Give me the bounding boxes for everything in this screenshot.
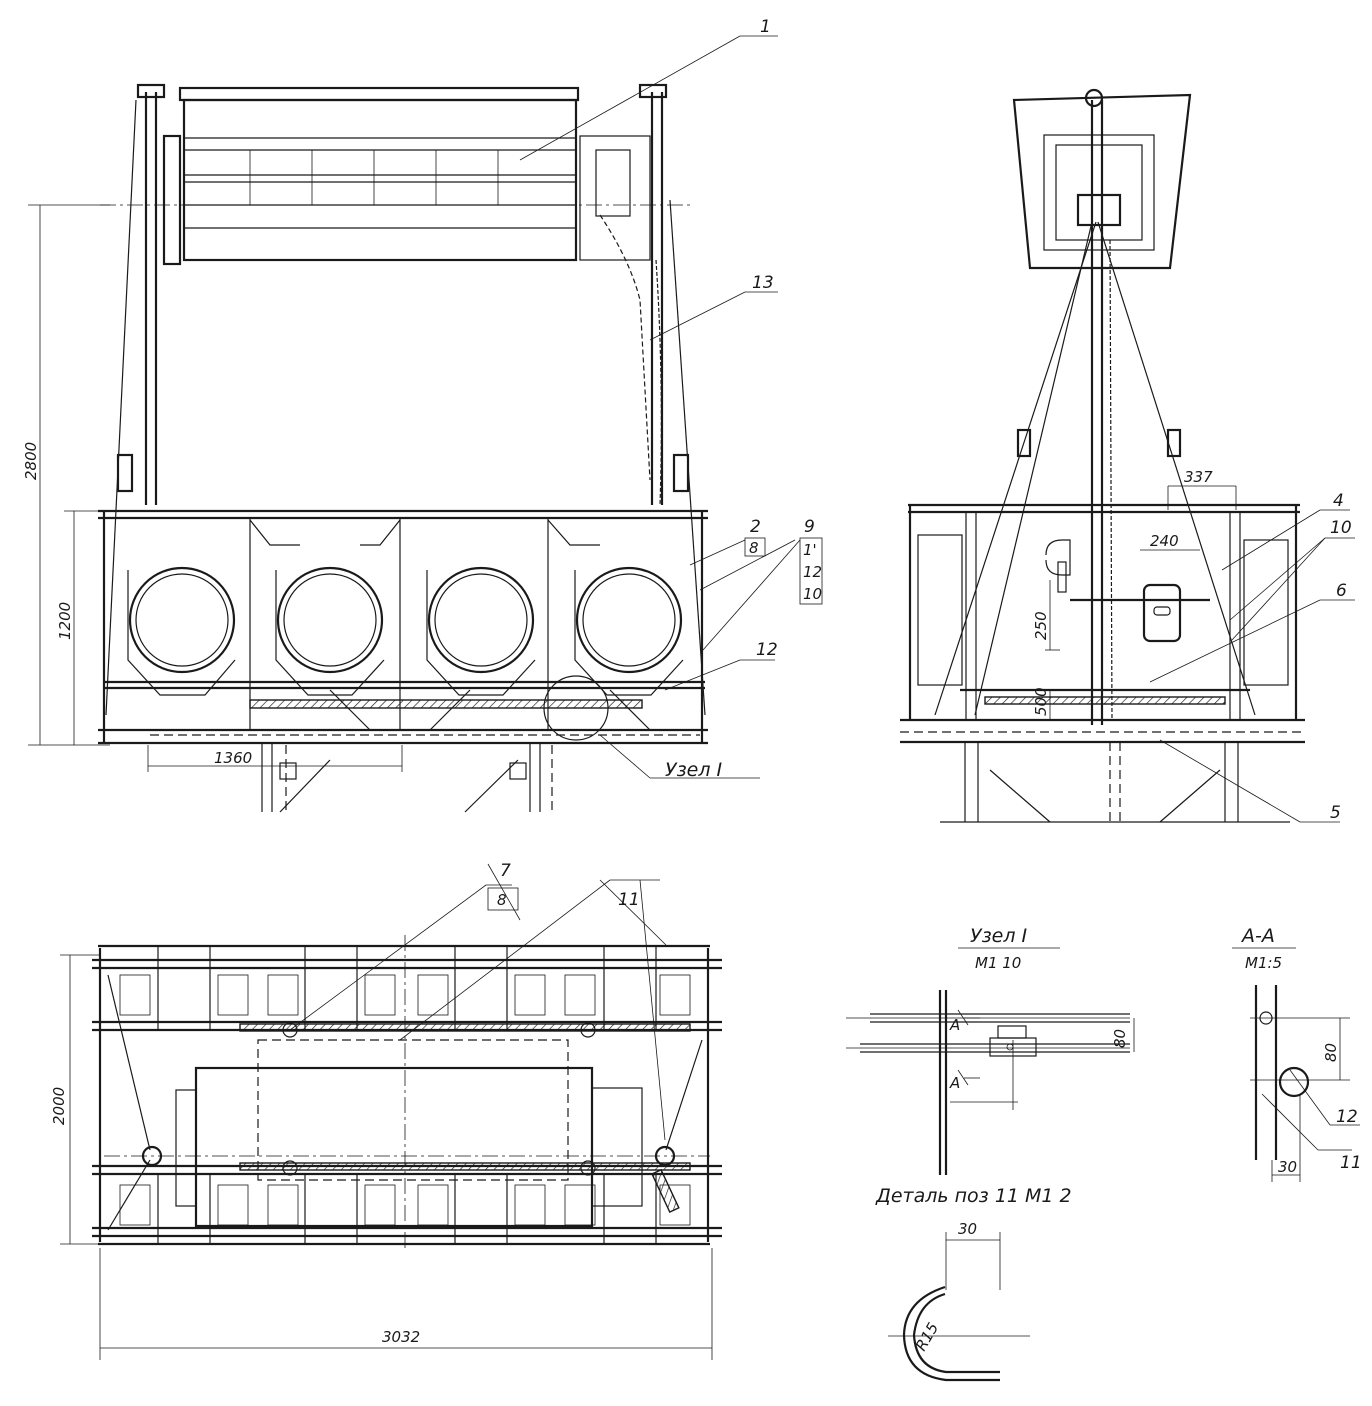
side-dim-250: 250 bbox=[1032, 611, 1050, 640]
position-9: 9 bbox=[804, 517, 815, 537]
front-view: 2800 1200 1360 1 13 2 8 9 1' 12 10 12 Уз… bbox=[22, 17, 823, 813]
position-12-front: 12 bbox=[756, 640, 778, 660]
plan-view: 2000 3032 7 8 11 bbox=[50, 861, 722, 1360]
front-frame-height-dim: 1200 bbox=[56, 602, 74, 640]
section-a-a-dim-30: 30 bbox=[1278, 1158, 1297, 1176]
plan-length-dim: 3032 bbox=[382, 1328, 420, 1346]
plan-width-dim: 2000 bbox=[50, 1087, 68, 1125]
side-leaders bbox=[1149, 509, 1355, 823]
side-dim-337: 337 bbox=[1184, 468, 1213, 486]
plan-dimensions bbox=[60, 954, 713, 1360]
position-1: 1 bbox=[760, 17, 771, 37]
node-i-scale: М1 10 bbox=[975, 954, 1021, 972]
front-dimensions bbox=[28, 204, 403, 772]
side-view: 337 240 250 500 4 10 6 5 bbox=[900, 88, 1355, 823]
side-dimensions bbox=[1045, 485, 1237, 720]
detail-pos-11-title: Деталь поз 11 М1 2 bbox=[875, 1185, 1072, 1207]
position-11-plan: 11 bbox=[618, 890, 640, 910]
position-9-item-2: 12 bbox=[803, 563, 822, 581]
node-i-detail: Узел I М1 10 А А 80 bbox=[846, 925, 1135, 1175]
position-9-item-3: 10 bbox=[803, 585, 822, 603]
front-leaders bbox=[519, 35, 801, 779]
section-a-a: А-А М1:5 80 30 12 11 bbox=[1232, 925, 1362, 1182]
position-13: 13 bbox=[752, 273, 774, 293]
section-a-a-title: А-А bbox=[1240, 925, 1275, 947]
node-i-title: Узел I bbox=[970, 925, 1028, 947]
position-2: 2 bbox=[750, 517, 761, 537]
position-2-sub: 8 bbox=[749, 539, 759, 557]
position-10: 10 bbox=[1330, 518, 1352, 538]
node-i-section-mark-bottom: А bbox=[949, 1074, 960, 1092]
plan-leaders bbox=[289, 863, 667, 1141]
position-5: 5 bbox=[1330, 803, 1341, 823]
node-i-dim-80: 80 bbox=[1111, 1029, 1129, 1048]
plan-hopper bbox=[194, 1066, 594, 1228]
plan-bottom-shaft bbox=[239, 1162, 691, 1171]
node-i-label: Узел I bbox=[665, 759, 723, 781]
section-a-a-scale: М1:5 bbox=[1245, 954, 1282, 972]
side-dim-240: 240 bbox=[1150, 532, 1179, 550]
front-height-dim: 2800 bbox=[22, 442, 40, 480]
node-i-marker bbox=[543, 675, 609, 741]
position-12-detail: 12 bbox=[1336, 1107, 1358, 1127]
position-11-detail: 11 bbox=[1340, 1153, 1362, 1173]
position-7: 7 bbox=[500, 861, 511, 881]
position-4: 4 bbox=[1333, 491, 1344, 511]
position-9-item-1: 1' bbox=[803, 541, 817, 559]
detail-dim-30: 30 bbox=[958, 1220, 977, 1238]
front-lower-frame bbox=[98, 509, 708, 745]
section-a-a-dim-80: 80 bbox=[1322, 1043, 1340, 1062]
detail-pos-11: Деталь поз 11 М1 2 30 R15 bbox=[875, 1185, 1072, 1382]
front-reel-drum bbox=[100, 86, 690, 266]
side-dim-500: 500 bbox=[1032, 687, 1050, 716]
front-bay-dim: 1360 bbox=[214, 749, 252, 767]
node-i-section-mark-top: А bbox=[949, 1016, 960, 1034]
plan-top-shaft bbox=[239, 1023, 691, 1032]
front-masts bbox=[105, 83, 706, 716]
position-6: 6 bbox=[1336, 581, 1347, 601]
position-7-sub: 8 bbox=[497, 891, 507, 909]
front-support-structure bbox=[261, 743, 553, 813]
front-rolls bbox=[127, 519, 684, 731]
side-hopper bbox=[1012, 93, 1192, 270]
